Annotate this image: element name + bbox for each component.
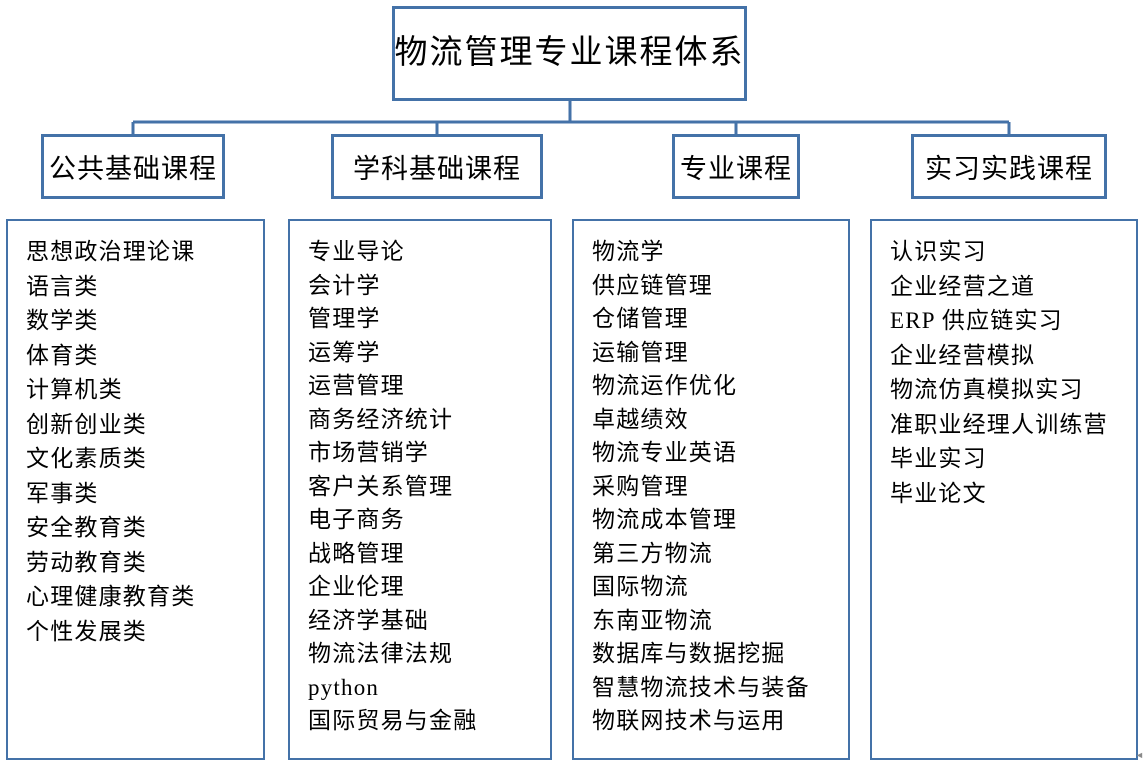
- course-item: 国际物流: [592, 574, 689, 599]
- course-item: 毕业实习: [890, 446, 987, 471]
- course-item: 会计学: [308, 272, 381, 298]
- course-item: 数据库与数据挖掘: [592, 641, 786, 666]
- course-item: 战略管理: [308, 540, 405, 566]
- course-item: 物流运作优化: [592, 373, 738, 398]
- course-item: 客户关系管理: [308, 473, 454, 499]
- category-label: 专业课程: [680, 154, 792, 184]
- course-item: 劳动教育类: [26, 549, 147, 575]
- course-list-public-foundation: 思想政治理论课语言类数学类体育类计算机类创新创业类文化素质类军事类安全教育类劳动…: [6, 219, 265, 760]
- course-item: 物流法律法规: [308, 641, 454, 666]
- course-list-internship-practice: 认识实习企业经营之道 ERP 供应链实习企业经营模拟物流仿真模拟实习准职业经理人训…: [870, 219, 1138, 760]
- page-edge-artifact: ◄: [1135, 750, 1143, 760]
- course-item: 国际贸易与金融: [308, 708, 478, 733]
- root-title-box: 物流管理专业课程体系: [392, 6, 747, 101]
- category-box-major[interactable]: 专业课程: [672, 134, 800, 199]
- course-item: 物联网技术与运用: [592, 708, 786, 733]
- course-item: 供应链管理: [592, 272, 713, 298]
- course-item: 企业经营之道: [890, 273, 1036, 299]
- course-item: 采购管理: [592, 473, 689, 499]
- course-item: 仓储管理: [592, 306, 689, 331]
- course-item: ERP 供应链实习: [890, 308, 1063, 333]
- root-title-label: 物流管理专业课程体系: [394, 35, 745, 72]
- course-item: 管理学: [308, 306, 381, 331]
- category-label: 学科基础课程: [353, 154, 521, 184]
- course-item: 物流专业英语: [592, 440, 738, 465]
- course-item: 个性发展类: [26, 618, 147, 644]
- course-item: 企业经营模拟: [890, 342, 1036, 368]
- course-item: 专业导论: [308, 239, 405, 264]
- course-item: 思想政治理论课: [26, 239, 196, 264]
- course-item: 商务经济统计: [308, 406, 454, 432]
- course-list-major: 物流学供应链管理仓储管理运输管理物流运作优化卓越绩效物流专业英语采购管理物流成本…: [572, 219, 850, 760]
- course-item: 卓越绩效: [592, 406, 689, 432]
- course-item: 语言类: [26, 273, 99, 299]
- category-label: 实习实践课程: [925, 154, 1093, 184]
- course-item: 东南亚物流: [592, 607, 713, 633]
- category-label: 公共基础课程: [49, 154, 217, 184]
- course-item: 认识实习: [890, 239, 987, 264]
- course-item: 准职业经理人训练营: [890, 411, 1108, 437]
- course-item: 军事类: [26, 480, 99, 506]
- course-item: 物流仿真模拟实习: [890, 377, 1084, 402]
- course-item: 市场营销学: [308, 440, 429, 465]
- category-box-public-foundation[interactable]: 公共基础课程: [41, 134, 225, 199]
- course-item: 体育类: [26, 342, 99, 368]
- course-item: 电子商务: [308, 507, 405, 532]
- course-item: 运输管理: [592, 339, 689, 365]
- category-box-internship-practice[interactable]: 实习实践课程: [911, 134, 1107, 199]
- course-item: 第三方物流: [592, 540, 713, 566]
- category-box-discipline-foundation[interactable]: 学科基础课程: [331, 134, 543, 199]
- course-item: python: [308, 674, 380, 700]
- course-item: 创新创业类: [26, 411, 147, 437]
- course-item: 运营管理: [308, 373, 405, 398]
- course-item: 智慧物流技术与装备: [592, 674, 810, 700]
- course-item: 数学类: [26, 308, 99, 333]
- course-item: 物流学: [592, 239, 665, 264]
- course-item: 经济学基础: [308, 607, 429, 633]
- course-item: 心理健康教育类: [26, 584, 196, 609]
- course-item: 毕业论文: [890, 480, 987, 506]
- course-list-discipline-foundation: 专业导论会计学管理学运筹学运营管理商务经济统计市场营销学客户关系管理电子商务战略…: [288, 219, 552, 760]
- course-item: 运筹学: [308, 339, 381, 365]
- course-item: 文化素质类: [26, 446, 147, 471]
- course-item: 计算机类: [26, 377, 123, 402]
- course-item: 企业伦理: [308, 574, 405, 599]
- course-item: 安全教育类: [26, 515, 147, 540]
- course-item: 物流成本管理: [592, 507, 738, 532]
